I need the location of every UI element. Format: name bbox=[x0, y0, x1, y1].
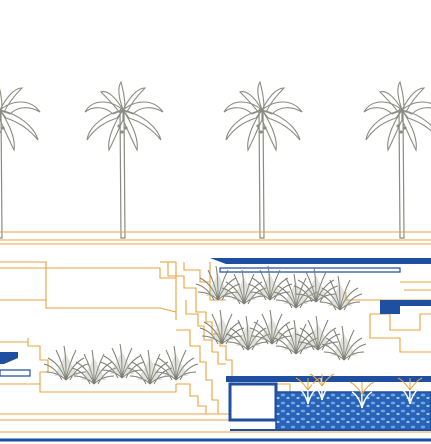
palm-tree-icon bbox=[0, 81, 41, 239]
palm-tree-icon bbox=[363, 81, 431, 239]
palm-tree-icon bbox=[84, 81, 164, 239]
grass-clump-icon bbox=[43, 343, 199, 385]
grass-clump-icon bbox=[199, 309, 367, 361]
water-channel-icon bbox=[0, 258, 431, 442]
palm-tree-icon bbox=[223, 81, 303, 239]
